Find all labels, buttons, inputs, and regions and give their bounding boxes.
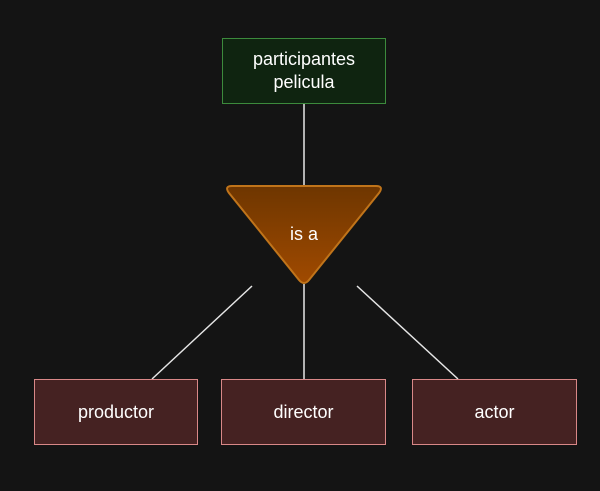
isa-label: is a (289, 224, 318, 244)
entity-actor[interactable]: actor (412, 379, 577, 445)
connector-isa-actor (356, 285, 459, 380)
isa-triangle (226, 185, 382, 284)
connector-isa-productor (151, 285, 253, 380)
entity-actor-label: actor (474, 401, 515, 422)
entity-participantes-pelicula[interactable]: participantes pelicula (222, 38, 386, 104)
entity-director[interactable]: director (221, 379, 386, 445)
entity-parent-label: participantes pelicula (252, 49, 356, 92)
entity-productor[interactable]: productor (34, 379, 198, 445)
entity-director-label: director (273, 401, 334, 422)
entity-productor-label: productor (77, 401, 155, 422)
